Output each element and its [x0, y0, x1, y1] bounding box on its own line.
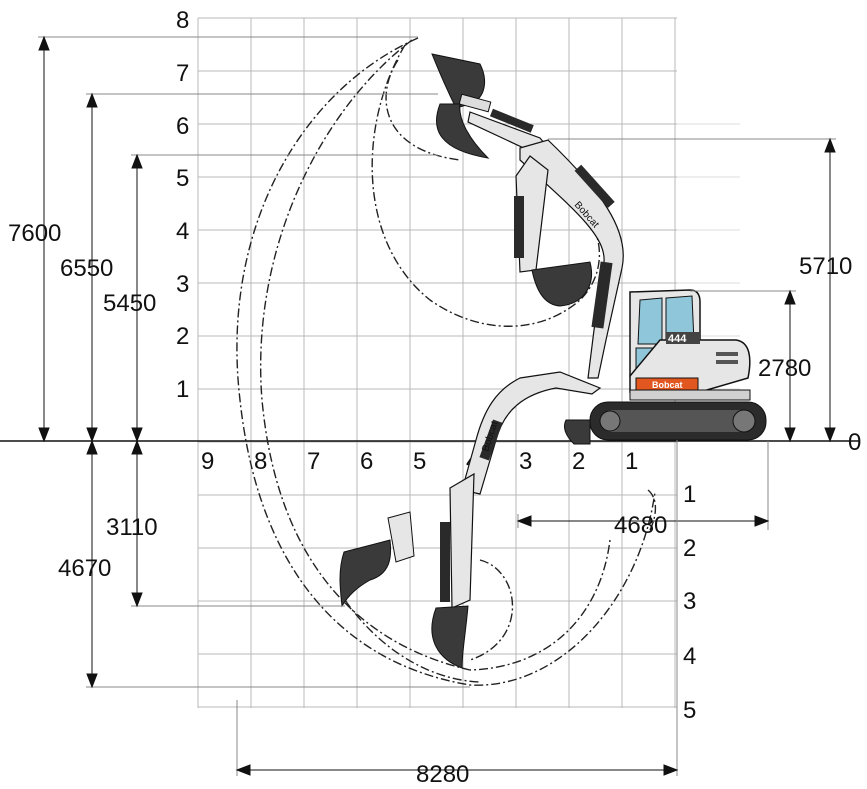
boom-cylinder-upper — [574, 164, 615, 208]
height-tick-6: 6 — [176, 113, 189, 140]
dozer-blade — [563, 419, 591, 445]
reach-tick-1: 1 — [625, 448, 638, 475]
dim-max-reach: 8280 — [416, 761, 469, 788]
depth-tick-4: 4 — [683, 643, 696, 670]
bucket-deep — [431, 605, 469, 669]
dipper-cylinder — [514, 196, 524, 258]
dim-max-dump-height: 7600 — [8, 220, 61, 247]
height-tick-3: 3 — [176, 271, 189, 298]
dimension-labels: 7600 6550 5450 5710 2780 3110 4670 4680 … — [8, 220, 852, 788]
envelope-tail-curve — [647, 489, 657, 531]
envelope-inner-top-curve — [371, 44, 601, 327]
reach-tick-8: 8 — [254, 448, 267, 475]
bucket-low-left — [339, 539, 392, 608]
height-tick-5: 5 — [176, 165, 189, 192]
counterweight — [629, 389, 751, 401]
boom-lowered: Bobcat — [431, 371, 602, 669]
raised-arm-cylinder — [489, 108, 534, 133]
reach-axis-labels: 9 8 7 6 5 4 3 2 1 — [201, 448, 638, 475]
height-tick-0: 0 — [848, 429, 861, 456]
envelope-lower-swoop — [344, 599, 481, 683]
extended-reach-bucket — [339, 511, 415, 608]
bucket-top-link — [458, 93, 492, 113]
dim-cab-top-height: 2780 — [758, 355, 811, 382]
dim-max-dig-depth: 4670 — [58, 555, 111, 582]
height-tick-2: 2 — [176, 323, 189, 350]
cab-window-front — [637, 297, 663, 345]
depth-tick-5: 5 — [683, 697, 696, 724]
boom-upper: Bobcat — [514, 139, 624, 379]
grille-line-1 — [716, 352, 738, 356]
dim-dump-height-3: 5450 — [103, 290, 156, 317]
working-range-envelope — [236, 37, 657, 686]
extended-arm-link — [387, 511, 415, 563]
bucket-curl — [436, 103, 490, 159]
envelope-lower-right-curve — [469, 559, 514, 661]
depth-tick-1: 1 — [683, 481, 696, 508]
undercarriage — [563, 401, 767, 445]
reach-tick-6: 6 — [360, 448, 373, 475]
height-tick-4: 4 — [176, 218, 189, 245]
track-frame — [602, 410, 752, 432]
dim-boom-top-height: 5710 — [799, 253, 852, 280]
dimension-lines — [38, 35, 836, 776]
boom-cylinder-main — [591, 261, 613, 329]
depth-tick-3: 3 — [683, 588, 696, 615]
reach-tick-9: 9 — [201, 448, 214, 475]
envelope-inner-loop-curve — [385, 59, 461, 161]
reach-tick-7: 7 — [307, 448, 320, 475]
raised-arm-positions — [431, 53, 552, 159]
dim-dig-depth-1: 3110 — [106, 514, 158, 541]
excavator-upper: 444 Bobcat — [629, 289, 751, 401]
depth-tick-2: 2 — [683, 535, 696, 562]
reach-tick-5: 5 — [413, 448, 426, 475]
boom-lowered-cylinder — [479, 419, 503, 461]
height-tick-1: 1 — [176, 376, 189, 403]
track-idler — [599, 410, 621, 432]
dim-dump-height-2: 6550 — [60, 255, 113, 282]
envelope-mid-curve — [260, 39, 611, 671]
height-tick-7: 7 — [176, 60, 189, 87]
reach-tick-3: 3 — [519, 448, 532, 475]
dipper-lowered — [449, 472, 475, 609]
track-sprocket — [732, 409, 756, 433]
brand-stripe-label: Bobcat — [652, 380, 683, 390]
reach-tick-2: 2 — [572, 448, 585, 475]
bucket-mid — [531, 261, 592, 307]
height-tick-8: 8 — [176, 7, 189, 34]
dipper-lowered-cylinder — [440, 522, 450, 602]
dim-tail-reach: 4680 — [614, 512, 667, 539]
model-badge-plate — [666, 332, 700, 344]
model-number: 444 — [668, 333, 687, 345]
height-axis-labels: 8 7 6 5 4 3 2 1 0 — [176, 7, 861, 456]
grille-line-2 — [716, 360, 738, 364]
depth-axis-labels: 1 2 3 4 5 — [683, 481, 696, 724]
